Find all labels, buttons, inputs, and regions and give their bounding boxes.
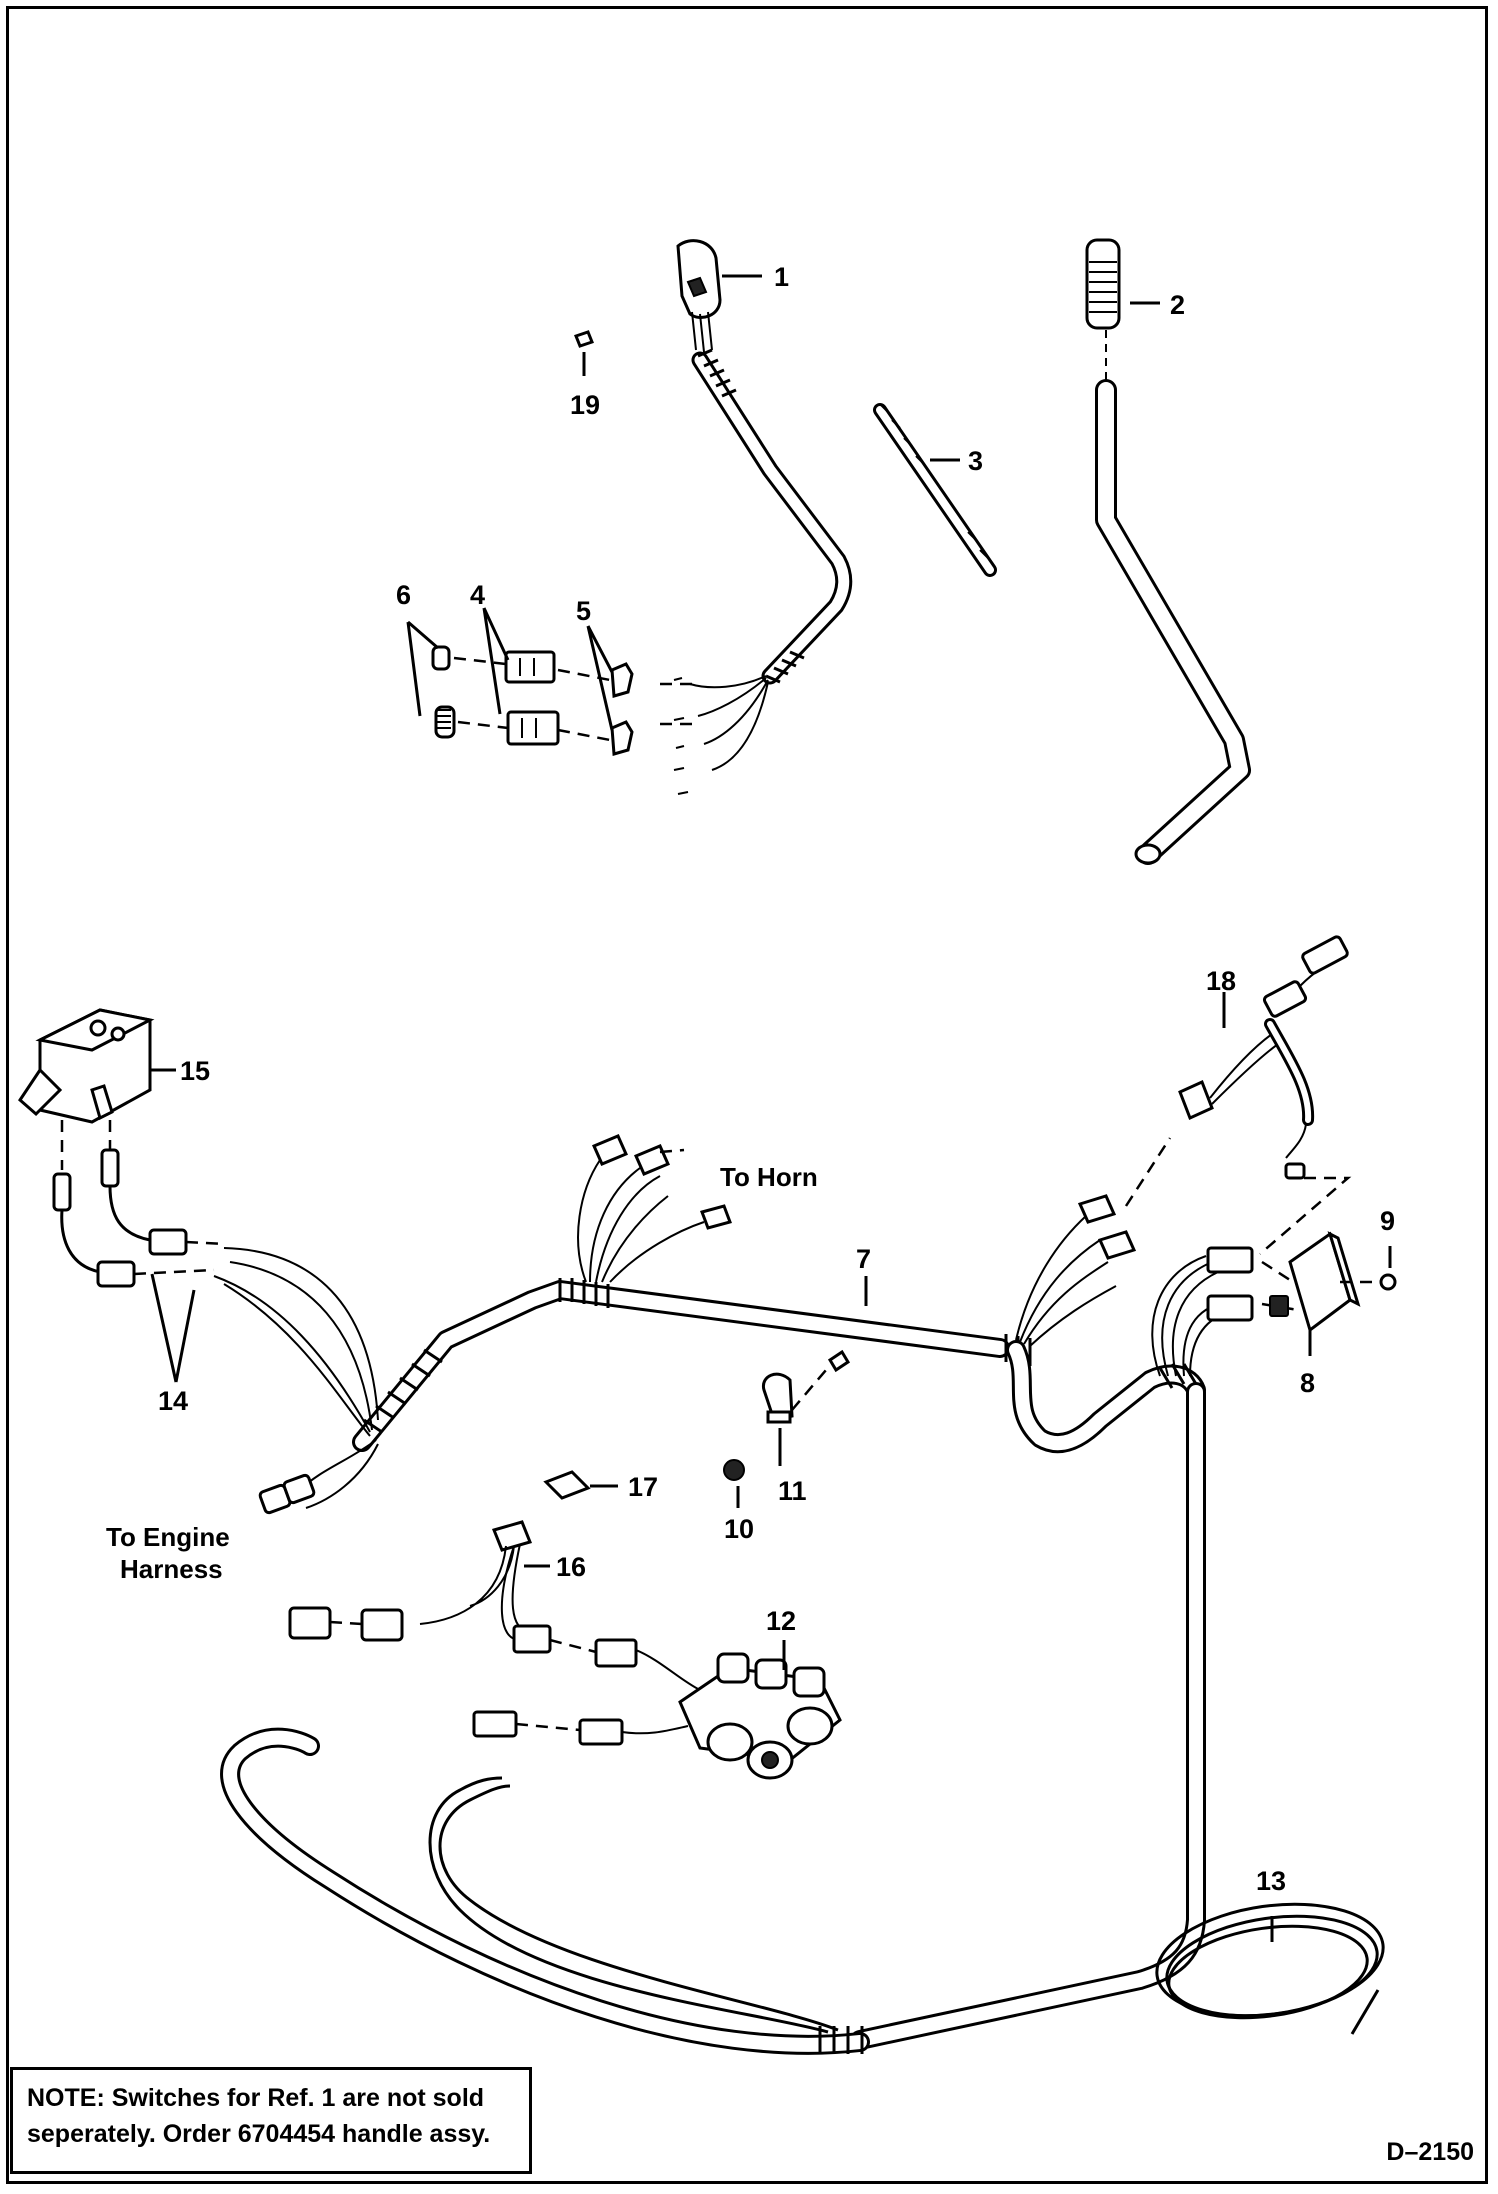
left-harness-branch xyxy=(213,1247,379,1515)
callout-5: 5 xyxy=(576,596,591,626)
callout-leaders xyxy=(150,274,1392,1942)
callout-11: 11 xyxy=(778,1476,807,1506)
callout-10: 10 xyxy=(724,1514,754,1544)
callout-4: 4 xyxy=(470,580,485,610)
handle-wire-loom xyxy=(689,348,853,771)
upper-harness-branch xyxy=(577,1134,732,1283)
note-box: NOTE: Switches for Ref. 1 are not sold s… xyxy=(10,2067,532,2174)
callout-14: 14 xyxy=(158,1386,188,1416)
callout-8: 8 xyxy=(1300,1368,1315,1398)
valve-manifold-part xyxy=(678,1652,842,1780)
note-line-1: NOTE: Switches for Ref. 1 are not sold xyxy=(27,2080,515,2116)
sensor-plugs xyxy=(52,1148,151,1274)
wire-terminals xyxy=(660,677,700,795)
seal-part xyxy=(431,645,456,739)
callout-15: 15 xyxy=(180,1056,210,1086)
callout-12: 12 xyxy=(766,1606,796,1636)
valve-block-part xyxy=(18,1008,155,1170)
grip-sleeve-part xyxy=(1085,238,1121,330)
handle-grip-part xyxy=(676,239,722,353)
note-text-1: Switches for Ref. 1 are not sold xyxy=(111,2084,485,2112)
note-line-2: seperately. Order 6704454 handle assy. xyxy=(27,2120,491,2148)
connector-pair-part xyxy=(96,1228,225,1288)
callout-13: 13 xyxy=(1256,1866,1286,1896)
spring-part xyxy=(873,403,997,577)
to-horn-label: To Horn xyxy=(720,1162,818,1192)
relay-feed-wires xyxy=(1151,1246,1254,1377)
figure-code: D–2150 xyxy=(1386,2138,1474,2166)
to-engine-label: To Engine xyxy=(106,1522,230,1552)
to-engine-label-line2: Harness xyxy=(120,1554,223,1584)
callout-17: 17 xyxy=(628,1472,658,1502)
callout-9: 9 xyxy=(1380,1206,1395,1236)
callout-19: 19 xyxy=(570,390,600,420)
valve-sub-harness-part xyxy=(288,1520,701,1746)
relay-module-part xyxy=(1261,1231,1397,1333)
jumper-harness-part xyxy=(1178,935,1352,1255)
callout-2: 2 xyxy=(1170,290,1185,320)
right-harness-branch xyxy=(1015,1137,1172,1347)
callout-6: 6 xyxy=(396,580,411,610)
callout-7: 7 xyxy=(856,1244,871,1274)
drawing-frame xyxy=(6,6,1488,2184)
nut-part xyxy=(723,1459,745,1481)
note-keyword: NOTE: xyxy=(27,2084,105,2112)
terminal-lock-part xyxy=(610,662,634,756)
jumper-plug-part xyxy=(543,1470,591,1500)
callout-numbers: 1 2 3 4 5 6 7 8 9 10 11 12 13 14 15 16 1… xyxy=(158,262,1395,1896)
callout-16: 16 xyxy=(556,1552,586,1582)
callout-18: 18 xyxy=(1206,966,1236,996)
connector-housing-part xyxy=(453,650,611,746)
clip-part xyxy=(574,330,594,348)
coiled-tube-part xyxy=(1155,1902,1385,2035)
clamp-part xyxy=(761,1349,851,1424)
handle-bar-part xyxy=(1095,330,1251,865)
main-harness-part xyxy=(220,1278,1206,2055)
callout-1: 1 xyxy=(774,262,789,292)
callout-3: 3 xyxy=(968,446,983,476)
